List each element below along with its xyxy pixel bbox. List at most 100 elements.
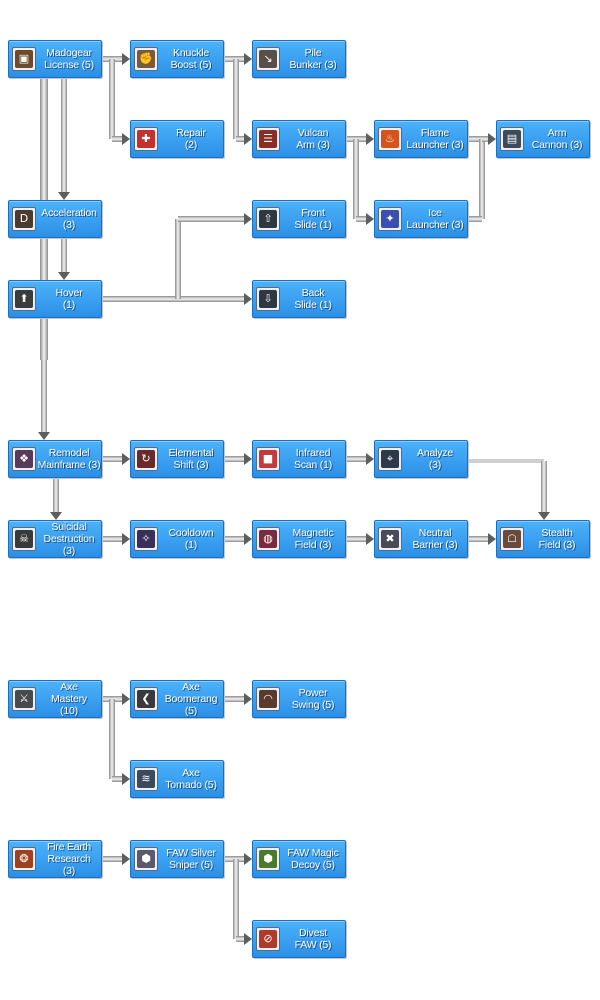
skill-label: Remodel Mainframe (3) [37, 447, 101, 471]
connector-arrowhead [366, 133, 374, 145]
stealth-icon: ☖ [500, 527, 524, 551]
magic-decoy-icon: ⬢ [256, 847, 280, 871]
skill-axe-mastery[interactable]: ⚔ Axe Mastery (10) [8, 680, 102, 718]
connector-segment [102, 296, 245, 302]
skill-label: FAW Silver Sniper (5) [166, 847, 216, 871]
connector-segment [224, 696, 245, 702]
icon-glyph: ↘ [259, 50, 277, 68]
acceleration-icon: D [12, 207, 36, 231]
connector-segment [468, 459, 544, 463]
connector-arrowhead [244, 853, 252, 865]
connector-arrowhead [366, 533, 374, 545]
skill-divest-faw[interactable]: ⊘Divest FAW (5) [252, 920, 346, 958]
skill-label: Knuckle Boost (5) [170, 47, 212, 71]
connector-segment [479, 139, 485, 219]
skill-arm-cannon[interactable]: ▤Arm Cannon (3) [496, 120, 590, 158]
skill-madogear-license[interactable]: ▣ Madogear License (5) [8, 40, 102, 78]
connector-arrowhead [122, 533, 130, 545]
connector-segment [356, 216, 367, 222]
icon-glyph: ❖ [15, 450, 33, 468]
skill-repair[interactable]: ✚Repair (2) [130, 120, 224, 158]
skill-label: Back Slide (1) [294, 287, 332, 311]
icon-glyph: ◍ [259, 530, 277, 548]
icon-glyph: ⚔ [15, 690, 33, 708]
skill-ice-launcher[interactable]: ✦Ice Launcher (3) [374, 200, 468, 238]
skill-back-slide[interactable]: ⇩ Back Slide (1) [252, 280, 346, 318]
skill-label: Ice Launcher (3) [406, 207, 464, 231]
skill-label: Neutral Barrier (3) [412, 527, 458, 551]
connector-segment [236, 936, 245, 942]
skill-label: Hover (1) [55, 287, 83, 311]
connector-segment [346, 456, 367, 462]
skill-vulcan-arm[interactable]: ☰Vulcan Arm (3) [252, 120, 346, 158]
connector-segment [346, 536, 367, 542]
connector-segment [102, 456, 123, 462]
skill-remodel-mainframe[interactable]: ❖Remodel Mainframe (3) [8, 440, 102, 478]
fire-earth-icon: ❂ [12, 847, 36, 871]
skill-pile-bunker[interactable]: ↘Pile Bunker (3) [252, 40, 346, 78]
skill-label: FAW Magic Decoy (5) [287, 847, 339, 871]
icon-glyph: ≋ [137, 770, 155, 788]
skill-label: Madogear License (5) [44, 47, 94, 71]
connector-arrowhead [244, 453, 252, 465]
skill-analyze[interactable]: ⌖ Analyze (3) [374, 440, 468, 478]
skill-neutral-barrier[interactable]: ✖Neutral Barrier (3) [374, 520, 468, 558]
connector-arrowhead [538, 512, 550, 520]
skill-front-slide[interactable]: ⇧Front Slide (1) [252, 200, 346, 238]
connector-segment [468, 216, 482, 222]
skill-power-swing[interactable]: ◠Power Swing (5) [252, 680, 346, 718]
skill-hover[interactable]: ⬆ Hover (1) [8, 280, 102, 318]
skill-label: Axe Boomerang (5) [164, 681, 218, 717]
icon-glyph: ❂ [15, 850, 33, 868]
connector-pipes [38, 53, 550, 945]
connector-segment [233, 59, 239, 139]
skill-stealth-field[interactable]: ☖Stealth Field (3) [496, 520, 590, 558]
connector-segment [482, 136, 489, 142]
icon-glyph: ⇧ [259, 210, 277, 228]
icon-glyph: ♨ [381, 130, 399, 148]
skill-axe-tornado[interactable]: ≋Axe Tornado (5) [130, 760, 224, 798]
skill-faw-silver-sniper[interactable]: ⬢ FAW Silver Sniper (5) [130, 840, 224, 878]
skill-label: Magnetic Field (3) [292, 527, 334, 551]
skill-suicidal-destruction[interactable]: ☠Suicidal Destruction (3) [8, 520, 102, 558]
skill-axe-boomerang[interactable]: ❮ Axe Boomerang (5) [130, 680, 224, 718]
icon-glyph: ⬢ [259, 850, 277, 868]
icon-glyph: ⇩ [259, 290, 277, 308]
skill-infrared-scan[interactable]: ■Infrared Scan (1) [252, 440, 346, 478]
connector-arrowhead [122, 53, 130, 65]
skill-label: Divest FAW (5) [294, 927, 332, 951]
elemental-shift-icon: ↻ [134, 447, 158, 471]
skill-label: Cooldown (1) [168, 527, 214, 551]
connector-arrowhead [58, 272, 70, 280]
skill-faw-magic-decoy[interactable]: ⬢ FAW Magic Decoy (5) [252, 840, 346, 878]
madogear-icon: ▣ [12, 47, 36, 71]
connector-arrowhead [244, 933, 252, 945]
skill-knuckle-boost[interactable]: ✊Knuckle Boost (5) [130, 40, 224, 78]
connector-arrowhead [244, 213, 252, 225]
icon-glyph: ⬢ [137, 850, 155, 868]
swing-icon: ◠ [256, 687, 280, 711]
skill-label: Vulcan Arm (3) [296, 127, 330, 151]
skill-flame-launcher[interactable]: ♨Flame Launcher (3) [374, 120, 468, 158]
icon-glyph: ⬆ [15, 290, 33, 308]
connector-segment [41, 360, 47, 433]
flame-icon: ♨ [378, 127, 402, 151]
connector-arrowhead [244, 53, 252, 65]
skill-label: Axe Mastery (10) [51, 681, 87, 717]
back-slide-icon: ⇩ [256, 287, 280, 311]
skill-magnetic-field[interactable]: ◍ Magnetic Field (3) [252, 520, 346, 558]
connector-arrowhead [50, 512, 62, 520]
skill-cooldown[interactable]: ✧Cooldown (1) [130, 520, 224, 558]
skill-fire-earth-research[interactable]: ❂Fire Earth Research (3) [8, 840, 102, 878]
analyze-icon: ⌖ [378, 447, 402, 471]
icon-glyph: ☠ [15, 530, 33, 548]
wrench-icon: ✚ [134, 127, 158, 151]
skill-elemental-shift[interactable]: ↻Elemental Shift (3) [130, 440, 224, 478]
icon-glyph: ❮ [137, 690, 155, 708]
skill-label: Analyze (3) [417, 447, 453, 471]
icon-glyph: D [15, 210, 33, 228]
connector-arrowhead [488, 133, 496, 145]
icon-glyph: ■ [259, 450, 277, 468]
connector-arrowhead [122, 853, 130, 865]
